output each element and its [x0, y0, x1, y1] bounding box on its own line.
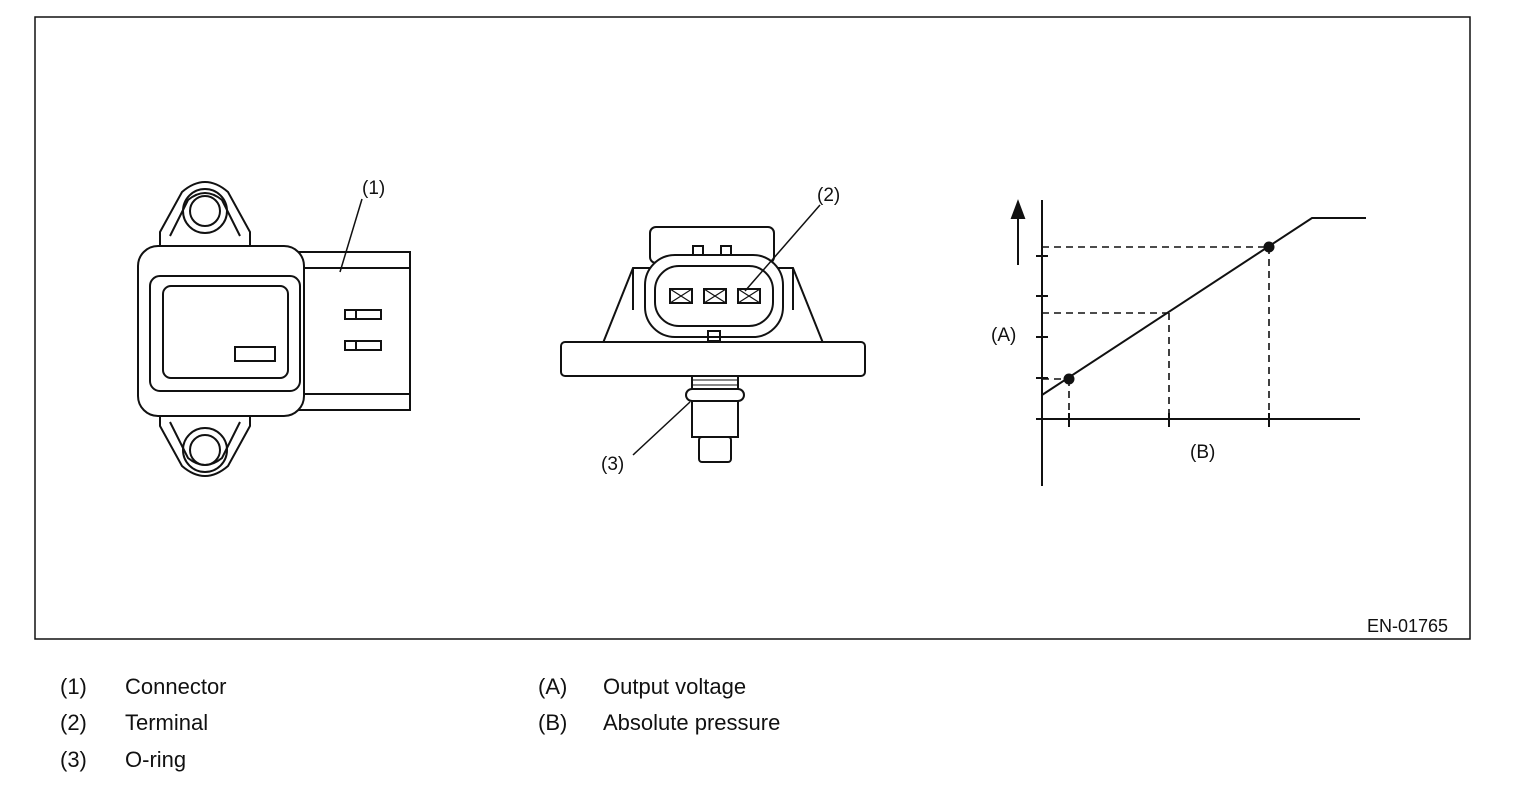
figure-frame — [34, 16, 1471, 640]
terminals — [669, 288, 761, 304]
sensor-front-view — [560, 204, 866, 463]
legend-label: Output voltage — [603, 674, 747, 699]
graph-axis-b-label: (B) — [1190, 442, 1215, 463]
point-low — [1063, 373, 1075, 385]
o-ring-leader-line — [632, 401, 691, 456]
legend-key: (1) — [60, 674, 87, 699]
sensor-body — [137, 245, 305, 417]
legend-label: Absolute pressure — [603, 710, 781, 735]
callout-terminal: (2) — [817, 185, 840, 206]
connector-housing — [297, 251, 411, 411]
point-high — [1263, 241, 1275, 253]
terminal-leader-line — [744, 204, 821, 292]
callout-o-ring: (3) — [601, 454, 624, 475]
arrow-icon — [1010, 199, 1026, 219]
legend-key: (B) — [538, 710, 568, 735]
connector-leader-line — [339, 198, 363, 273]
mount-hole-top — [182, 188, 228, 234]
figure-code: EN-01765 — [1367, 616, 1448, 636]
legend-key: (A) — [538, 674, 568, 699]
legend-label: Connector — [125, 674, 227, 699]
legend-label: O-ring — [125, 747, 187, 772]
callout-connector: (1) — [362, 178, 385, 199]
legend-key: (2) — [60, 710, 87, 735]
mount-hole-bottom — [182, 427, 228, 473]
sensor-top-view — [137, 181, 411, 477]
graph-axis-a-label: (A) — [991, 325, 1016, 346]
output-characteristic-line — [1041, 217, 1366, 396]
characteristic-graph — [1010, 199, 1366, 486]
legend-key: (3) — [60, 747, 87, 772]
legend-label: Terminal — [125, 710, 209, 735]
